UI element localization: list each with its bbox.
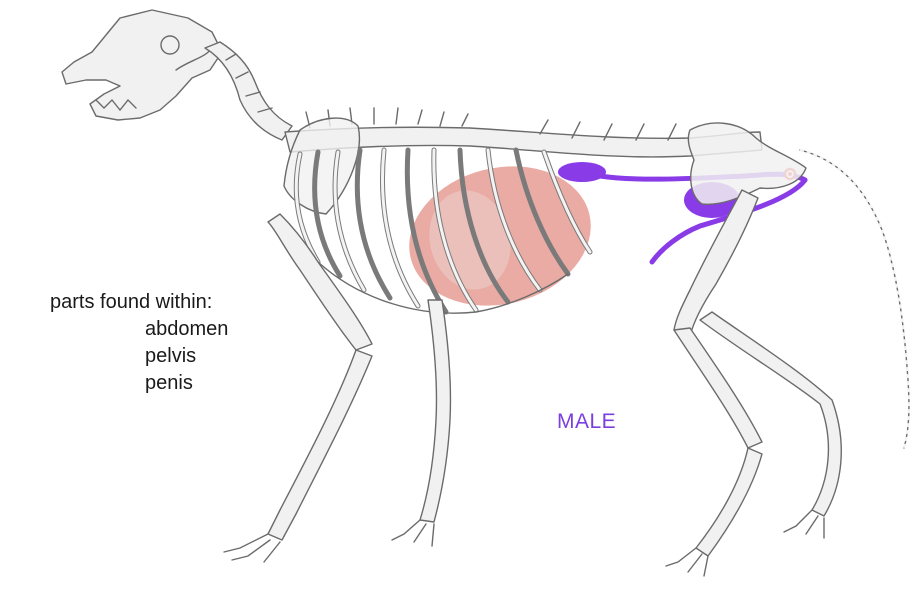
skull	[61, 9, 223, 121]
ribcage	[293, 147, 593, 315]
region-item-penis: penis	[145, 372, 193, 394]
regions-heading: parts found within:	[50, 291, 213, 313]
hind-legs	[665, 189, 842, 577]
pelvis	[687, 122, 807, 205]
region-item-pelvis: pelvis	[145, 345, 197, 367]
cervical-spine	[204, 41, 293, 141]
front-legs	[223, 213, 452, 563]
scapula	[283, 117, 361, 215]
region-item-abdomen: abdomen	[145, 318, 229, 340]
sex-label: MALE	[557, 410, 617, 433]
regions-label-block: parts found within: abdomen pelvis penis	[50, 289, 228, 397]
tail	[799, 148, 911, 449]
